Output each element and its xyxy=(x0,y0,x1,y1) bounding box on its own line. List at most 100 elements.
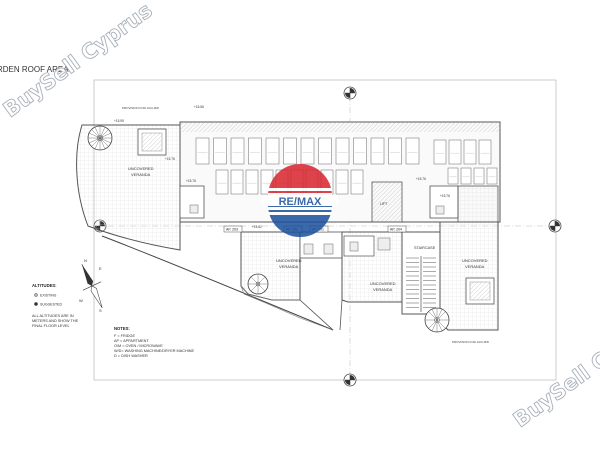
lift-shaft xyxy=(371,181,403,223)
level-marker-5: +15.76 xyxy=(416,177,426,181)
level-marker-2: +16.56 xyxy=(194,105,204,109)
site-boundary-curve xyxy=(101,235,334,331)
spiral-stair-middle xyxy=(247,273,269,295)
jacuzzi-right xyxy=(465,277,495,305)
svg-text:AP. 204: AP. 204 xyxy=(390,228,402,232)
compass-w: W xyxy=(79,298,83,303)
altitudes-title: ALTITUDES: xyxy=(32,283,57,288)
altitudes-note-2: METERS AND SHOW THE xyxy=(32,319,79,323)
pv-panel-upper xyxy=(213,137,227,165)
jacuzzi-left-label: PROVISION FOR JACUZZI xyxy=(122,106,159,110)
veranda-201-label-2: VERANDA xyxy=(279,264,299,269)
pv-panel-lower xyxy=(215,169,229,195)
veranda-right-label-2: VERANDA xyxy=(465,264,485,269)
pv-panel-upper xyxy=(318,137,332,165)
pv-panel-upper xyxy=(353,137,367,165)
level-marker-1: +15.95 xyxy=(114,119,124,123)
spiral-stair-left xyxy=(87,125,113,151)
spiral-stair-right xyxy=(424,307,450,333)
notes-line-2: AP = APPARTMENT xyxy=(114,339,149,343)
staircase-steps xyxy=(406,256,436,312)
pv-panel-upper xyxy=(370,137,385,165)
apartment-204-block xyxy=(343,235,375,257)
pv-panel-upper xyxy=(405,137,420,165)
bath-fixture-2 xyxy=(323,243,334,255)
axis-marker-bottom xyxy=(343,373,357,387)
compass-n: N xyxy=(84,258,87,263)
pv-panel-upper xyxy=(230,137,245,165)
bath-fixture-4 xyxy=(377,237,391,251)
axis-marker-right xyxy=(548,219,562,233)
veranda-left-area xyxy=(76,124,181,251)
jacuzzi-right-label: PROVISION FOR JACUZZI xyxy=(452,340,489,344)
veranda-204-label-2: VERANDA xyxy=(373,287,393,292)
altitude-suggested-label: SUGGESTED xyxy=(40,303,62,307)
bath-fixture-3 xyxy=(349,241,359,252)
pv-panel-right xyxy=(478,139,492,165)
pv-panel-right-small xyxy=(447,167,459,185)
pv-panel-right xyxy=(448,139,462,165)
veranda-left-label-2: VERANDA xyxy=(131,172,151,177)
pv-panel-upper xyxy=(388,137,402,165)
lift-label: LIFT xyxy=(380,202,388,206)
pv-panel-upper xyxy=(248,137,262,165)
altitudes-note-1: ALL ALTITUDES ARE IN xyxy=(32,314,74,318)
altitudes-note-3: FINAL FLOOR LEVEL xyxy=(32,324,70,328)
veranda-left-label-1: UNCOVERED xyxy=(128,166,154,171)
pv-panels-right xyxy=(433,139,498,185)
remax-logo-text: RE/MAX xyxy=(279,196,322,208)
svg-text:AP. 203: AP. 203 xyxy=(226,228,238,232)
pv-panel-upper xyxy=(195,137,210,165)
level-marker-3: +15.76 xyxy=(165,157,175,161)
apartment-tag-203: AP. 203 xyxy=(223,225,243,233)
pv-panel-upper xyxy=(283,137,297,165)
notes-line-1: F = FRIDGE xyxy=(114,334,135,338)
pv-panel-right-small xyxy=(473,167,485,185)
veranda-204-label-1: UNCOVERED xyxy=(370,281,396,286)
roof-parapet-hatch xyxy=(180,122,500,132)
pv-panel-lower xyxy=(245,169,259,195)
pv-panel-lower xyxy=(335,169,349,195)
notes-title: NOTES: xyxy=(114,326,130,331)
bath-fixture-1 xyxy=(303,243,314,255)
apartment-tag-204: AP. 204 xyxy=(387,225,407,233)
pv-panels-upper xyxy=(195,137,420,165)
veranda-right-area xyxy=(439,221,499,331)
pv-panel-lower xyxy=(230,169,244,195)
notes-line-4: W/D= WASHING MACHINE/DRYER MACHINE xyxy=(114,349,195,353)
pv-panel-right-small xyxy=(486,167,498,185)
notes-line-3: O/M = OVEN / MICROWAVE xyxy=(114,344,163,348)
compass-s: S xyxy=(99,308,102,313)
veranda-201-side xyxy=(339,299,343,331)
notes-line-5: D = DISH WASHER xyxy=(114,354,148,358)
pv-panel-lower xyxy=(350,169,364,195)
pv-panel-right xyxy=(433,139,447,165)
axis-marker-top xyxy=(343,86,357,100)
page-title: RDEN ROOF AREA xyxy=(0,65,69,74)
staircase-label: STAIRCASE xyxy=(414,246,436,250)
jacuzzi-left xyxy=(137,128,167,156)
pv-panel-upper xyxy=(300,137,315,165)
altitude-existing-label: EXISTING xyxy=(40,294,57,298)
veranda-201-edge xyxy=(299,299,334,331)
pv-panel-right xyxy=(463,139,477,165)
utility-fixture-left xyxy=(189,204,199,214)
altitude-suggested-symbol xyxy=(34,302,38,306)
altitude-existing-symbol xyxy=(34,293,38,297)
veranda-right-label-1: UNCOVERED xyxy=(462,258,488,263)
veranda-right-strip xyxy=(457,185,499,223)
compass-e: E xyxy=(99,266,102,271)
pv-panel-upper xyxy=(265,137,280,165)
north-arrow xyxy=(81,264,103,308)
level-marker-6: +15.76 xyxy=(440,194,450,198)
watermark-top: BuySell Cyprus xyxy=(0,0,157,122)
veranda-201-label-1: UNCOVERED xyxy=(276,258,302,263)
watermark-bottom: BuySell Cyprus xyxy=(509,308,600,432)
pv-panel-upper xyxy=(335,137,350,165)
pv-panel-right-small xyxy=(460,167,472,185)
remax-logo: RE/MAX xyxy=(262,164,338,237)
utility-fixture-right xyxy=(435,205,445,215)
level-marker-4: +15.76 xyxy=(186,179,196,183)
level-marker-7: +15.62 xyxy=(252,225,262,229)
